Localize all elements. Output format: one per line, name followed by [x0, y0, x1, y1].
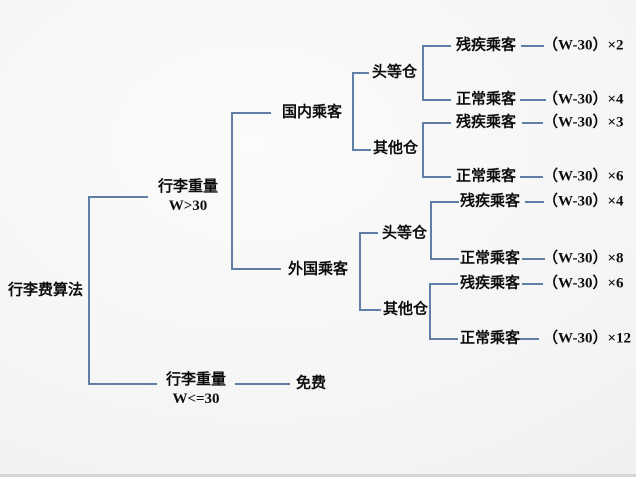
leaf-label: 残疾乘客 — [456, 114, 517, 131]
weight-over-title: 行李重量 — [157, 179, 218, 195]
leaf-label: 残疾乘客 — [456, 37, 517, 54]
leaf-label: 残疾乘客 — [460, 275, 521, 292]
weight-over-node: 行李重量 W>30 — [155, 178, 221, 216]
leaf-label: 正常乘客 — [456, 168, 517, 185]
leaf-label: 正常乘客 — [456, 91, 517, 108]
domestic-passenger-node: 国内乘客 — [282, 104, 343, 121]
root-node: 行李费算法 — [8, 282, 84, 299]
leaf-formula: （W-30）×4 — [543, 193, 624, 210]
weight-under-node: 行李重量 W<=30 — [163, 371, 229, 409]
bracket-foreign-other — [429, 283, 458, 340]
leaf-formula: （W-30）×2 — [543, 37, 624, 54]
domestic-first-class-node: 头等仓 — [372, 64, 418, 81]
weight-over-condition: W>30 — [168, 198, 208, 214]
free-node: 免费 — [296, 375, 327, 392]
foreign-passenger-node: 外国乘客 — [288, 261, 349, 278]
weight-under-title: 行李重量 — [165, 372, 226, 388]
leaf-label: 正常乘客 — [460, 330, 521, 347]
weight-under-condition: W<=30 — [172, 391, 220, 407]
bracket-domestic-first — [422, 45, 451, 101]
domestic-other-class-node: 其他仓 — [373, 140, 419, 157]
leaf-formula: （W-30）×6 — [543, 275, 624, 292]
leaf-formula: （W-30）×3 — [543, 114, 624, 131]
bracket-foreign — [359, 232, 381, 311]
leaf-label: 正常乘客 — [460, 250, 521, 267]
bracket-domestic-other — [422, 122, 451, 178]
slide-bottom-edge — [0, 474, 636, 477]
leaf-label: 残疾乘客 — [460, 193, 521, 210]
bracket-domestic — [352, 72, 371, 151]
foreign-first-class-node: 头等仓 — [382, 225, 428, 242]
leaf-formula: （W-30）×8 — [543, 250, 624, 267]
leaf-formula: （W-30）×6 — [543, 168, 624, 185]
foreign-other-class-node: 其他仓 — [383, 301, 429, 318]
leaf-formula: （W-30）×12 — [543, 330, 631, 347]
bracket-foreign-first — [430, 201, 459, 260]
bracket-root — [88, 196, 157, 385]
leaf-formula: （W-30）×4 — [543, 91, 624, 108]
bracket-weight-over — [231, 112, 281, 270]
